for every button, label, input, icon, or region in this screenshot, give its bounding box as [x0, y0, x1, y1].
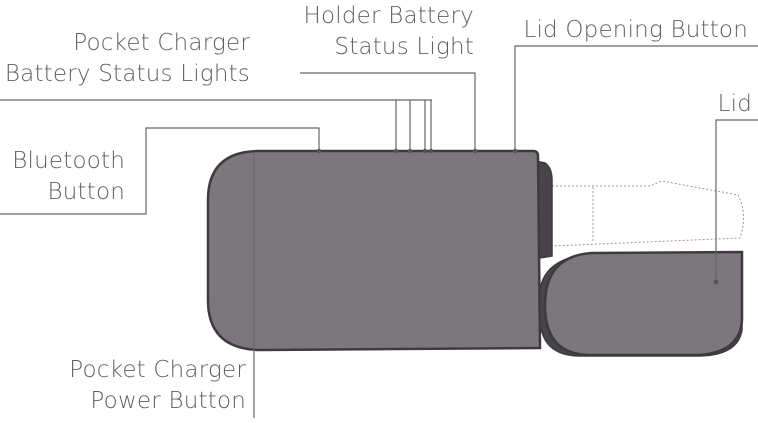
- label-pocket-charger-battery-status-lights: Pocket Charger Battery Status Lights: [5, 28, 250, 90]
- lid-dot: [713, 279, 719, 285]
- label-line: Status Light: [334, 34, 474, 60]
- label-bluetooth-button: Bluetooth Button: [12, 146, 125, 208]
- label-line: Pocket Charger: [73, 30, 250, 56]
- label-lid-opening-button: Lid Opening Button: [523, 15, 748, 46]
- holder-stick: [539, 180, 744, 247]
- battery-light-dot-3: [422, 148, 428, 154]
- bluetooth-button-dot: [316, 148, 322, 154]
- label-pocket-charger-power-button: Pocket Charger Power Button: [69, 355, 246, 417]
- battery-light-dot-4: [428, 148, 434, 154]
- label-holder-battery-status-light: Holder Battery Status Light: [304, 1, 474, 63]
- leader-line-lid: [715, 119, 758, 282]
- label-line: Button: [47, 179, 125, 205]
- battery-light-dot-1: [393, 148, 399, 154]
- label-line: Lid: [717, 91, 752, 117]
- leader-line-bluetooth: [0, 127, 320, 215]
- lid-button-dot: [512, 148, 518, 154]
- leader-line-battery-lights: [0, 99, 397, 151]
- leader-line-holder-light: [300, 72, 476, 151]
- label-line: Lid Opening Button: [523, 17, 748, 43]
- label-lid: Lid: [718, 89, 752, 120]
- label-line: Pocket Charger: [69, 357, 246, 383]
- label-line: Bluetooth: [12, 148, 125, 174]
- leader-line-lid-button: [514, 45, 758, 151]
- holder-light-dot: [472, 148, 478, 154]
- label-line: Power Button: [90, 388, 246, 414]
- lid-part: [543, 250, 744, 357]
- label-line: Holder Battery: [303, 3, 474, 29]
- battery-light-dot-2: [407, 148, 413, 154]
- charger-body: [206, 149, 542, 352]
- label-line: Battery Status Lights: [4, 61, 250, 87]
